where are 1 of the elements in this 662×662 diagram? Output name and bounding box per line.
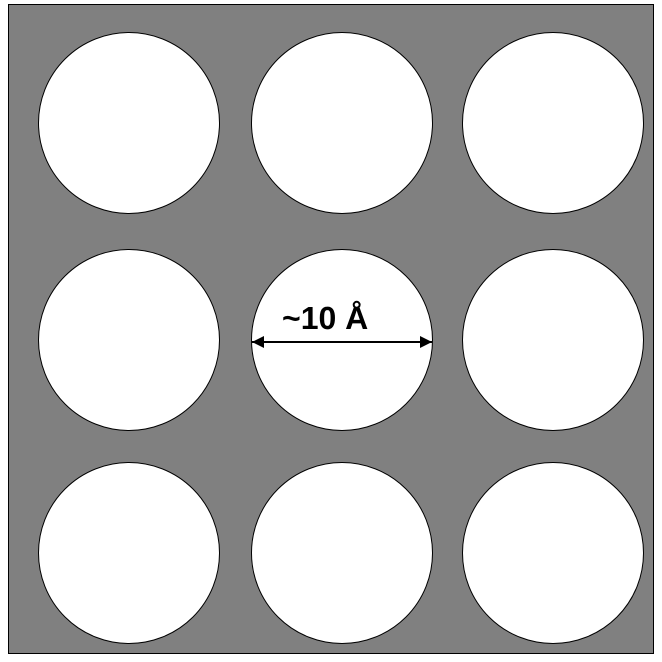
dimension-label: ~10 Å	[282, 300, 368, 337]
